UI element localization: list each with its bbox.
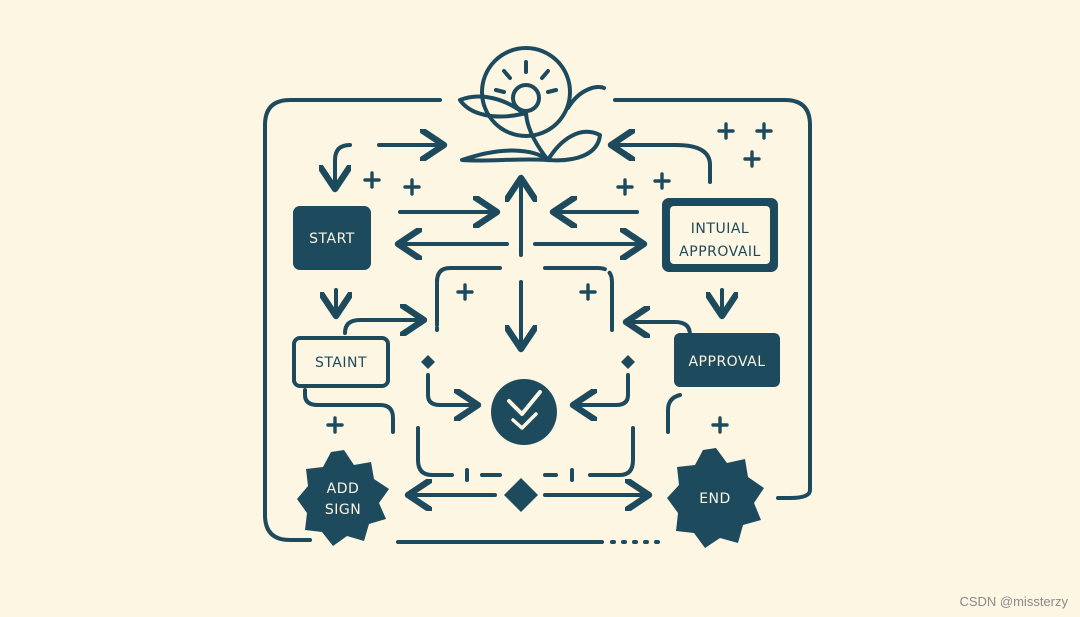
node-initial-approval-label-1: INTUIAL bbox=[691, 221, 749, 237]
node-approval: APPROVAL bbox=[674, 333, 780, 387]
node-end-seal: END bbox=[667, 448, 764, 548]
node-add-sign-label-2: SIGN bbox=[325, 502, 361, 518]
small-diamond-right bbox=[621, 355, 635, 369]
node-add-sign-label-1: ADD bbox=[327, 481, 360, 497]
small-diamond-left bbox=[421, 355, 435, 369]
check-circle-icon bbox=[491, 379, 557, 445]
decision-diamond bbox=[504, 478, 538, 512]
node-staint-label: STAINT bbox=[315, 355, 367, 371]
node-initial-approval-label-2: APPROVAIL bbox=[679, 244, 761, 260]
node-approval-label: APPROVAL bbox=[688, 354, 765, 370]
node-add-sign-seal: ADD SIGN bbox=[297, 450, 389, 546]
outer-frame-right bbox=[613, 98, 812, 500]
watermark: CSDN @missterzy bbox=[959, 594, 1068, 609]
node-initial-approval: INTUIAL APPROVAIL bbox=[662, 198, 778, 272]
node-start: START bbox=[293, 206, 371, 270]
flower-icon bbox=[458, 46, 606, 163]
node-end-label: END bbox=[699, 491, 731, 507]
node-staint: STAINT bbox=[292, 336, 390, 388]
node-start-label: START bbox=[309, 231, 355, 247]
plus-icons bbox=[326, 122, 773, 434]
outer-frame-left bbox=[263, 98, 442, 542]
